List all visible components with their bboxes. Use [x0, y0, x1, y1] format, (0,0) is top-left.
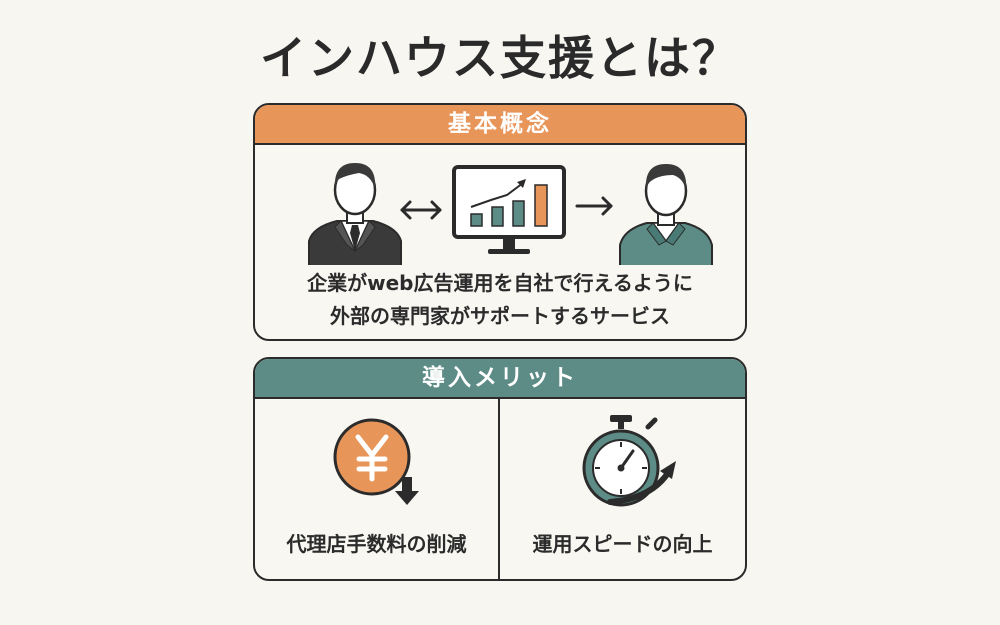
- concept-panel: 基本概念: [253, 103, 747, 341]
- stopwatch-icon: [582, 415, 676, 507]
- merit-cost-reduction: 代理店手数料の削減: [255, 399, 500, 579]
- concept-description: 企業がweb広告運用を自社で行えるように 外部の専門家がサポートするサービス: [255, 267, 745, 333]
- merits-panel: 導入メリット 代理店手数料の削減: [253, 357, 747, 581]
- merits-body: 代理店手数料の削減 運用スピードの向上: [255, 399, 745, 579]
- concept-line-1: 企業がweb広告運用を自社で行えるように: [307, 271, 693, 295]
- person-icon: [619, 164, 713, 265]
- merits-header: 導入メリット: [255, 359, 745, 399]
- concept-line-2: 外部の専門家がサポートするサービス: [330, 304, 670, 328]
- merit-label-cost: 代理店手数料の削減: [286, 532, 467, 556]
- merit-speed: 運用スピードの向上: [500, 399, 745, 579]
- page-title: インハウス支援とは？: [260, 31, 740, 85]
- arrow-right-icon: [575, 196, 613, 216]
- businessman-icon: [308, 163, 402, 265]
- monitor-chart-icon: [452, 165, 566, 254]
- yen-down-icon: [333, 418, 419, 505]
- concept-illustration: [308, 163, 713, 265]
- double-arrow-icon: [400, 200, 442, 220]
- merit-label-speed: 運用スピードの向上: [532, 532, 713, 556]
- concept-header: 基本概念: [255, 105, 745, 145]
